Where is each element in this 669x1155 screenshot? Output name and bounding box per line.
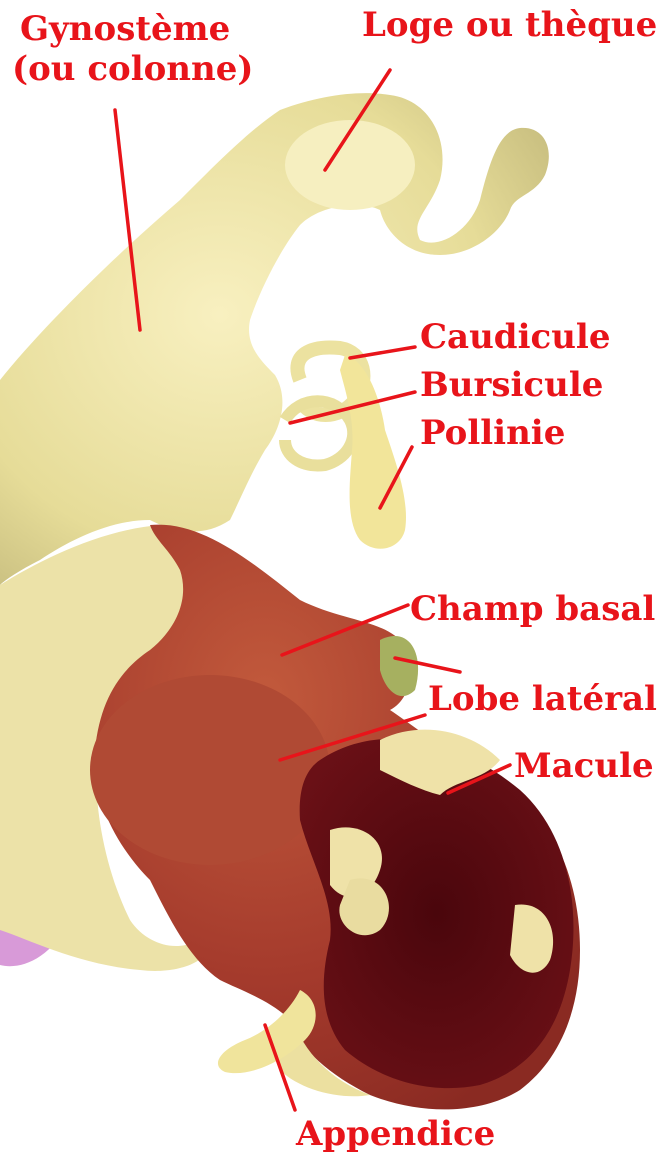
label-pollinie: Pollinie (420, 414, 565, 452)
label-gynosteme-sub: (ou colonne) (12, 50, 253, 88)
label-caudicule: Caudicule (420, 318, 610, 356)
label-gynosteme: Gynostème (20, 10, 230, 48)
label-bursicule: Bursicule (420, 366, 603, 404)
label-champ-basal: Champ basal (410, 590, 655, 628)
lateral-lobe (90, 675, 330, 865)
label-loge: Loge ou thèque (362, 6, 657, 44)
label-appendice: Appendice (296, 1115, 495, 1153)
label-lobe-lateral: Lobe latéral (428, 680, 657, 718)
label-macule: Macule (514, 747, 654, 785)
